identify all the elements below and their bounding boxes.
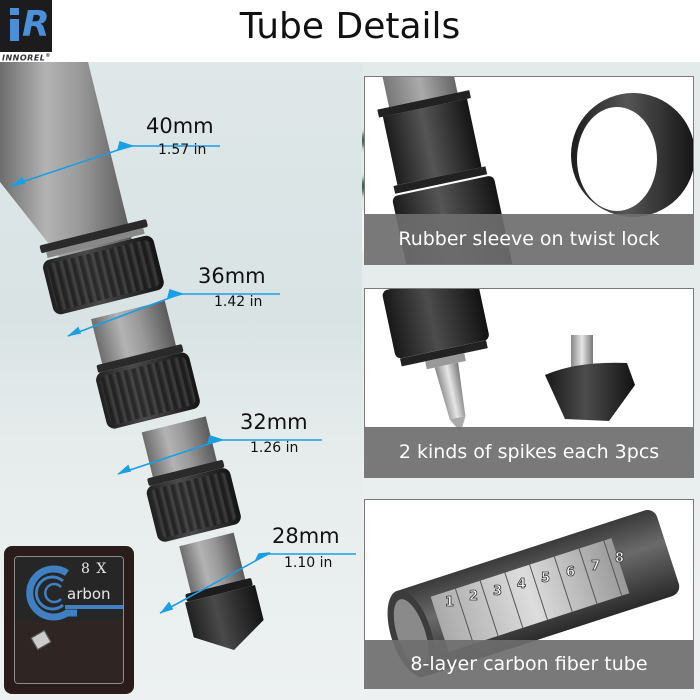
dust-grid-icon — [30, 629, 52, 651]
svg-text:4: 4 — [517, 577, 526, 592]
spikes-image — [382, 289, 635, 433]
page-title: Tube Details — [239, 6, 461, 47]
carbon-dust-resistant-badge: 8 X arbon R Dust esistant System — [4, 546, 134, 694]
svg-text:2: 2 — [469, 589, 478, 604]
tripod-leg-image — [0, 62, 356, 651]
brand-logo: R — [0, 0, 52, 52]
caption-rubber-sleeve: Rubber sleeve on twist lock — [365, 214, 693, 264]
logo-r-letter: R — [22, 4, 50, 45]
dimension-arrows — [9, 140, 356, 614]
carbon-c-icon — [26, 565, 77, 621]
brand-name: INNOREL® — [2, 53, 51, 63]
svg-text:5: 5 — [541, 571, 550, 586]
feature-card-carbon-layers: 1 2 3 4 5 6 7 8 8-layer carbon fiber tub… — [364, 499, 694, 689]
svg-text:1: 1 — [445, 595, 454, 610]
svg-text:7: 7 — [591, 559, 600, 574]
tripod-leg-panel: 40mm 1.57 in 36mm 1.42 in 32mm 1.26 in 2… — [0, 62, 362, 700]
feature-card-spikes: 2 kinds of spikes each 3pcs — [364, 288, 694, 478]
svg-text:3: 3 — [493, 584, 502, 599]
svg-text:8: 8 — [615, 551, 624, 566]
svg-text:6: 6 — [566, 565, 575, 580]
header: R INNOREL® Tube Details — [0, 0, 700, 63]
caption-carbon-layers: 8-layer carbon fiber tube — [365, 640, 693, 688]
layer-numbers: 1 2 3 4 5 6 7 8 — [445, 551, 625, 611]
caption-spikes: 2 kinds of spikes each 3pcs — [365, 427, 693, 477]
feature-card-rubber-sleeve: Rubber sleeve on twist lock — [364, 76, 694, 265]
logo-i-icon — [8, 8, 20, 42]
